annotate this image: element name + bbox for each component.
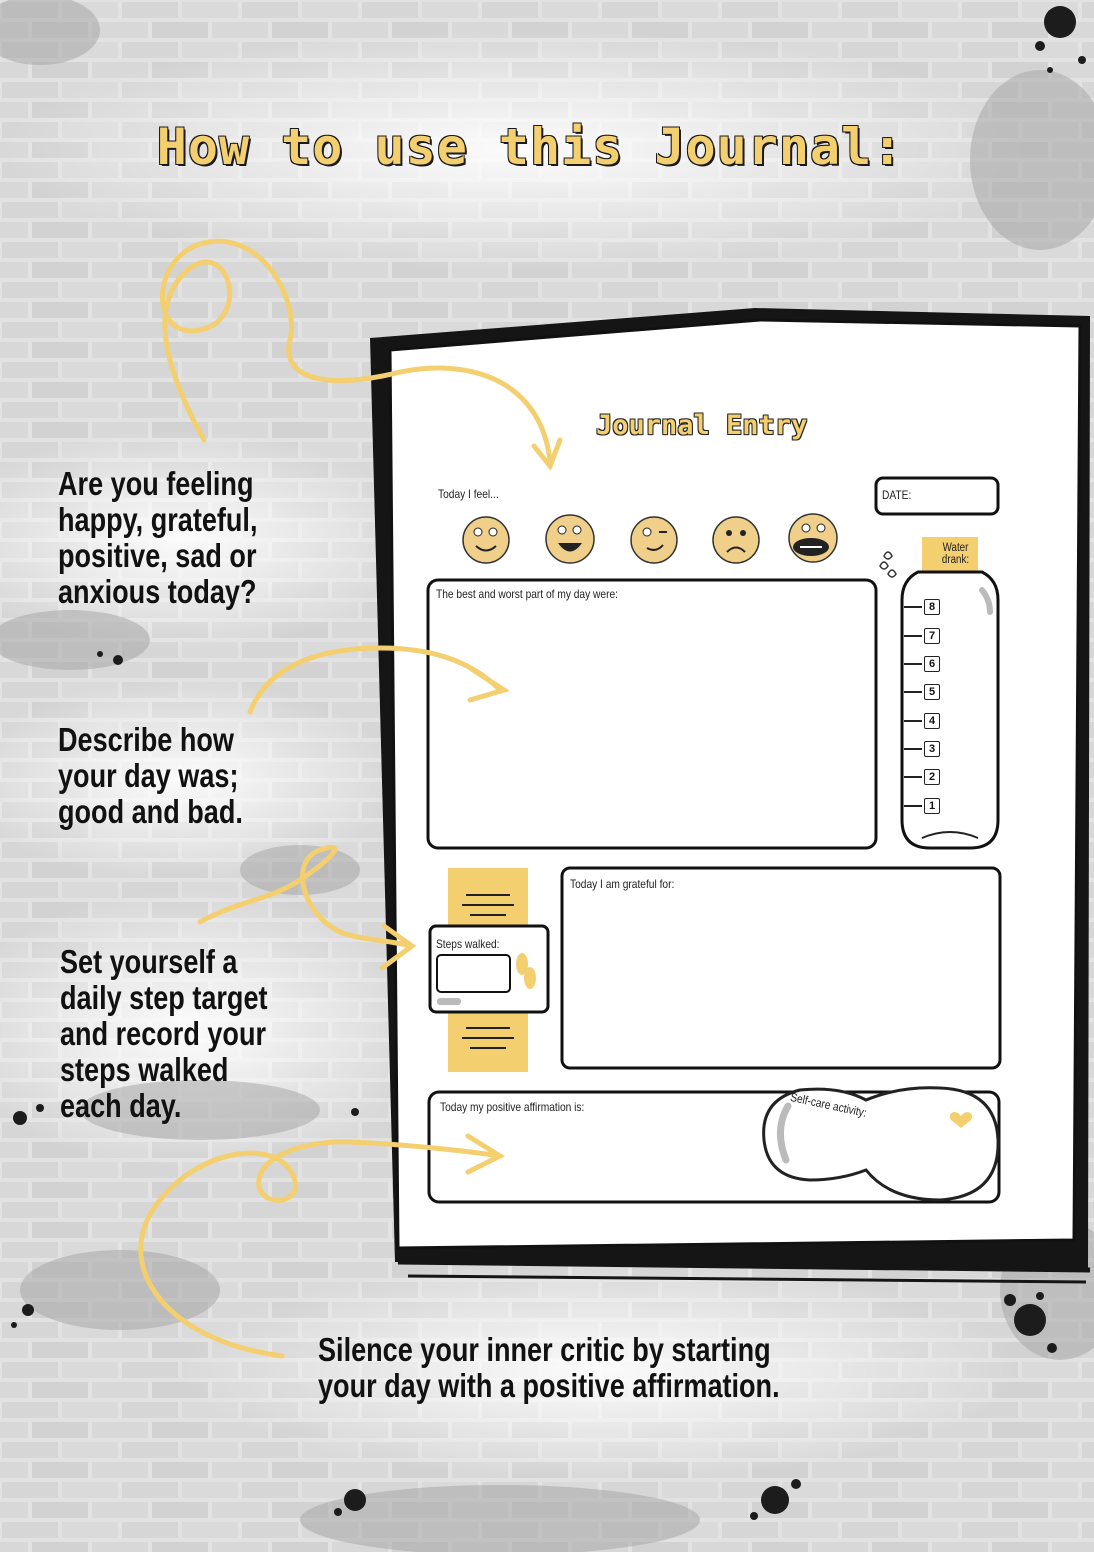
grateful-box [560, 866, 1002, 1070]
date-label: DATE: [882, 488, 912, 502]
date-box [874, 476, 1000, 516]
happy-face-icon [462, 516, 510, 564]
water-level-3: 3 [924, 741, 940, 757]
water-level-8: 8 [924, 599, 940, 615]
day-caption: Describe how your day was; good and bad. [58, 721, 243, 830]
decorative-arrows [138, 239, 563, 1359]
winking-face-icon [630, 516, 678, 564]
steps-walked-label: Steps walked: [436, 937, 500, 951]
today-i-feel-label: Today I feel... [438, 487, 499, 501]
journal-entry-heading: Journal Entry [596, 410, 808, 441]
water-level-2: 2 [924, 769, 940, 785]
grateful-label: Today I am grateful for: [570, 877, 675, 891]
best-worst-box [426, 578, 878, 850]
water-level-1: 1 [924, 798, 940, 814]
fitness-watch-icon [428, 868, 550, 1072]
water-level-4: 4 [924, 713, 940, 729]
sad-face-icon [712, 516, 760, 564]
water-level-5: 5 [924, 684, 940, 700]
grinning-face-icon [545, 514, 595, 564]
affirmation-label: Today my positive affirmation is: [440, 1100, 585, 1114]
feeling-faces [462, 513, 838, 564]
steps-caption: Set yourself a daily step target and rec… [60, 943, 268, 1124]
affirmation-caption: Silence your inner critic by starting yo… [318, 1331, 780, 1404]
water-level-6: 6 [924, 656, 940, 672]
best-worst-label: The best and worst part of my day were: [436, 587, 618, 601]
water-level-7: 7 [924, 628, 940, 644]
page-title: How to use this Journal: [156, 118, 904, 176]
water-drank-label: Water drank: [941, 542, 970, 566]
feelings-caption: Are you feeling happy, grateful, positiv… [58, 465, 258, 610]
anxious-face-icon [788, 513, 838, 563]
sleep-mask-icon [762, 1086, 1000, 1202]
